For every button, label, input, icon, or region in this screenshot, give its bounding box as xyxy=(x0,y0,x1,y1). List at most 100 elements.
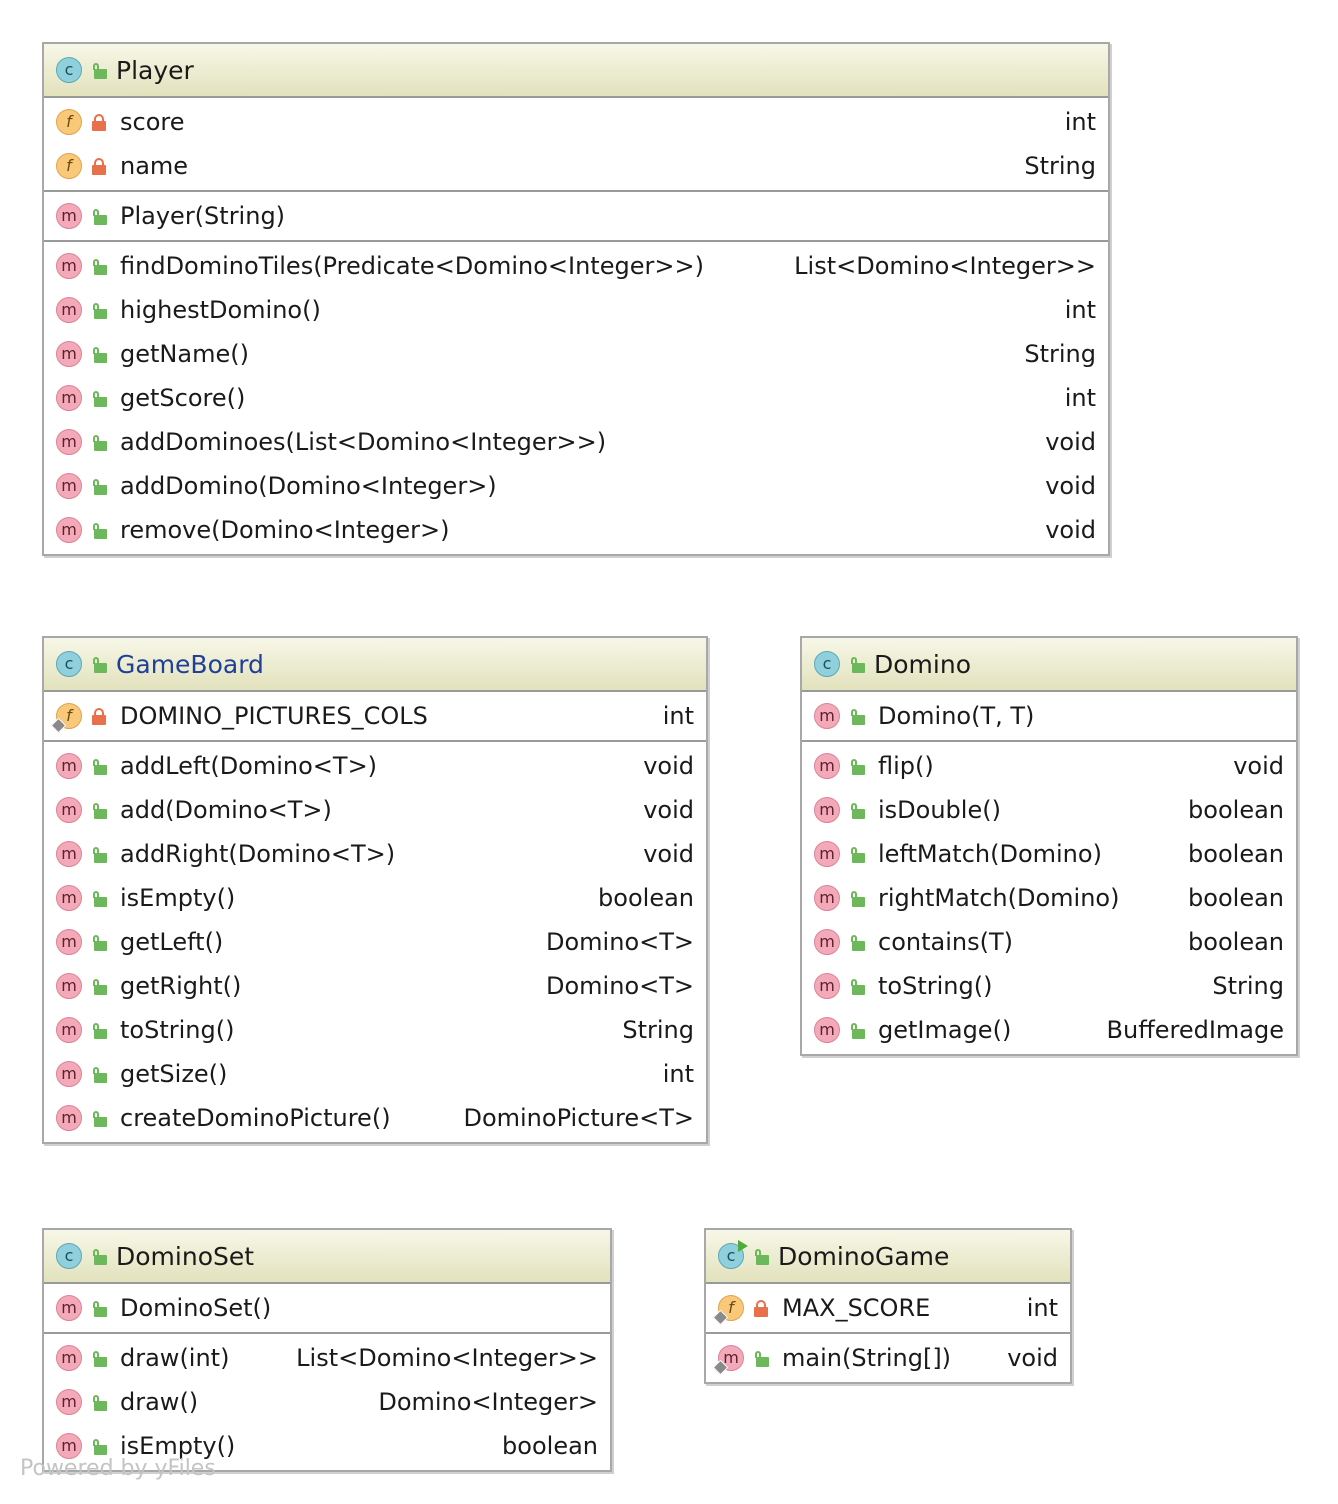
public-visibility-icon xyxy=(90,344,108,364)
method-name: highestDomino() xyxy=(120,296,321,324)
method-icon: m xyxy=(56,297,82,323)
method-row[interactable]: m getImage() BufferedImage xyxy=(802,1008,1296,1052)
constructor-name: Domino(T, T) xyxy=(878,702,1035,730)
public-visibility-icon xyxy=(848,976,866,996)
method-name: draw() xyxy=(120,1388,199,1416)
class-header[interactable]: c Player xyxy=(44,44,1108,96)
public-visibility-icon xyxy=(90,654,108,674)
method-icon: m xyxy=(56,203,82,229)
public-visibility-icon xyxy=(90,476,108,496)
public-visibility-icon xyxy=(90,1020,108,1040)
method-row[interactable]: m contains(T) boolean xyxy=(802,920,1296,964)
method-row[interactable]: m isEmpty() boolean xyxy=(44,876,706,920)
method-row[interactable]: m toString() String xyxy=(802,964,1296,1008)
class-header[interactable]: c GameBoard xyxy=(44,638,706,690)
field-type: int xyxy=(1064,108,1096,136)
method-row[interactable]: m addLeft(Domino<T>) void xyxy=(44,744,706,788)
method-name: getRight() xyxy=(120,972,242,1000)
class-domino[interactable]: c Domino m Domino(T, T) m flip() void m … xyxy=(800,636,1298,1056)
class-name: DominoGame xyxy=(778,1241,950,1271)
static-method-icon: m xyxy=(712,1345,744,1376)
method-row[interactable]: m leftMatch(Domino) boolean xyxy=(802,832,1296,876)
method-name: draw(int) xyxy=(120,1344,230,1372)
constructors-section: m Player(String) xyxy=(44,190,1108,240)
class-gameboard[interactable]: c GameBoard f DOMINO_PICTURES_COLS int m… xyxy=(42,636,708,1144)
method-row[interactable]: m main(String[]) void xyxy=(706,1336,1070,1380)
class-name: Player xyxy=(116,55,194,85)
methods-section: m main(String[]) void xyxy=(706,1332,1070,1382)
method-row[interactable]: m isDouble() boolean xyxy=(802,788,1296,832)
field-name: score xyxy=(120,108,185,136)
method-return-type: Domino<T> xyxy=(546,928,694,956)
class-header[interactable]: c DominoSet xyxy=(44,1230,610,1282)
method-name: main(String[]) xyxy=(782,1344,952,1372)
method-row[interactable]: m addRight(Domino<T>) void xyxy=(44,832,706,876)
class-icon: c xyxy=(56,57,82,83)
fields-section: f MAX_SCORE int xyxy=(706,1282,1070,1332)
constructors-section: m Domino(T, T) xyxy=(802,690,1296,740)
method-icon: m xyxy=(814,703,840,729)
method-row[interactable]: m createDominoPicture() DominoPicture<T> xyxy=(44,1096,706,1140)
method-icon: m xyxy=(814,1017,840,1043)
field-row[interactable]: f score int xyxy=(44,100,1108,144)
constructor-name: DominoSet() xyxy=(120,1294,272,1322)
field-name: DOMINO_PICTURES_COLS xyxy=(120,702,428,730)
method-row[interactable]: m remove(Domino<Integer>) void xyxy=(44,508,1108,552)
method-row[interactable]: m flip() void xyxy=(802,744,1296,788)
class-player[interactable]: c Player f score int f name String m Pla… xyxy=(42,42,1110,556)
class-header[interactable]: c DominoGame xyxy=(706,1230,1070,1282)
method-row[interactable]: m getScore() int xyxy=(44,376,1108,420)
powered-by-footer: Powered by yFiles xyxy=(20,1456,216,1481)
method-row[interactable]: m addDomino(Domino<Integer>) void xyxy=(44,464,1108,508)
method-row[interactable]: m rightMatch(Domino) boolean xyxy=(802,876,1296,920)
field-type: String xyxy=(1024,152,1096,180)
method-return-type: boolean xyxy=(1188,884,1284,912)
method-return-type: Domino<Integer> xyxy=(378,1388,598,1416)
runnable-class-icon: c xyxy=(718,1240,748,1269)
field-type: int xyxy=(662,702,694,730)
method-row[interactable]: m getRight() Domino<T> xyxy=(44,964,706,1008)
method-name: remove(Domino<Integer>) xyxy=(120,516,450,544)
method-row[interactable]: m getLeft() Domino<T> xyxy=(44,920,706,964)
class-dominogame[interactable]: c DominoGame f MAX_SCORE int m main(Stri… xyxy=(704,1228,1072,1384)
public-visibility-icon xyxy=(90,1246,108,1266)
field-row[interactable]: f DOMINO_PICTURES_COLS int xyxy=(44,694,706,738)
method-return-type: boolean xyxy=(1188,796,1284,824)
private-visibility-icon xyxy=(90,706,108,726)
method-row[interactable]: m getName() String xyxy=(44,332,1108,376)
class-name[interactable]: GameBoard xyxy=(116,649,264,679)
method-row[interactable]: m draw() Domino<Integer> xyxy=(44,1380,610,1424)
field-row[interactable]: f MAX_SCORE int xyxy=(706,1286,1070,1330)
method-row[interactable]: m draw(int) List<Domino<Integer>> xyxy=(44,1336,610,1380)
constructor-row[interactable]: m Player(String) xyxy=(44,194,1108,238)
class-dominoset[interactable]: c DominoSet m DominoSet() m draw(int) Li… xyxy=(42,1228,612,1472)
method-return-type: void xyxy=(1233,752,1284,780)
private-visibility-icon xyxy=(752,1298,770,1318)
method-row[interactable]: m add(Domino<T>) void xyxy=(44,788,706,832)
method-row[interactable]: m addDominoes(List<Domino<Integer>>) voi… xyxy=(44,420,1108,464)
public-visibility-icon xyxy=(848,706,866,726)
method-return-type: void xyxy=(643,796,694,824)
method-name: addLeft(Domino<T>) xyxy=(120,752,378,780)
method-row[interactable]: m isEmpty() boolean xyxy=(44,1424,610,1468)
method-icon: m xyxy=(56,1017,82,1043)
method-row[interactable]: m findDominoTiles(Predicate<Domino<Integ… xyxy=(44,244,1108,288)
field-row[interactable]: f name String xyxy=(44,144,1108,188)
constructor-row[interactable]: m Domino(T, T) xyxy=(802,694,1296,738)
static-field-icon: f xyxy=(712,1295,744,1326)
method-icon: m xyxy=(56,253,82,279)
field-icon: f xyxy=(56,109,82,135)
method-row[interactable]: m highestDomino() int xyxy=(44,288,1108,332)
public-visibility-icon xyxy=(848,654,866,674)
method-icon: m xyxy=(56,885,82,911)
public-visibility-icon xyxy=(90,300,108,320)
method-name: flip() xyxy=(878,752,934,780)
method-return-type: void xyxy=(1045,428,1096,456)
constructor-row[interactable]: m DominoSet() xyxy=(44,1286,610,1330)
method-row[interactable]: m toString() String xyxy=(44,1008,706,1052)
class-header[interactable]: c Domino xyxy=(802,638,1296,690)
method-return-type: DominoPicture<T> xyxy=(463,1104,694,1132)
public-visibility-icon xyxy=(90,756,108,776)
method-icon: m xyxy=(814,753,840,779)
method-row[interactable]: m getSize() int xyxy=(44,1052,706,1096)
